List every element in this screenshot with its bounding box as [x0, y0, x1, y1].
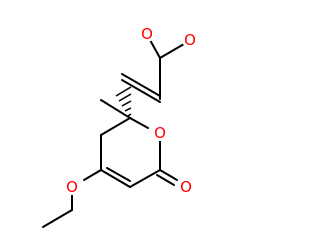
bond-c6-o-lactone-double	[156, 174, 175, 186]
hashed-wedge-methyl	[115, 86, 132, 117]
bond-c2-c3-double	[121, 73, 161, 97]
atom-label-o4: O	[180, 178, 192, 196]
bond-c2-c3	[121, 79, 161, 103]
bond-o-ester-ch3	[159, 43, 185, 59]
bond-ethoxy-ch2-ch3	[42, 209, 73, 228]
atom-ester-carbonyl-oxygen: O	[139, 25, 155, 43]
bond-c5-c6	[129, 169, 161, 188]
atom-ester-oxygen: O	[182, 31, 198, 49]
bond-c4-o-ethoxy	[83, 169, 102, 181]
bond-c2-ring-o	[129, 117, 149, 129]
atom-label-o1: O	[141, 25, 153, 43]
atom-ethoxy-oxygen: O	[64, 178, 80, 196]
atom-label-o2: O	[184, 31, 196, 49]
atom-ring-oxygen: O	[152, 124, 168, 142]
molecule-structure: O O O O O	[42, 25, 198, 228]
bond-c2-ch2	[100, 117, 131, 136]
atom-lactone-carbonyl-oxygen: O	[178, 178, 194, 196]
atom-label-o3: O	[154, 124, 166, 142]
bond-c4-c5-inner	[106, 167, 131, 182]
molecule-figure: O O O O O	[42, 25, 198, 228]
bond-c6-o-lactone	[159, 169, 178, 181]
bond-c4-c5	[100, 169, 131, 188]
atom-label-o5: O	[66, 178, 78, 196]
bond-c-ester-carbonyl-o	[149, 39, 161, 59]
bond-c2-methyl	[100, 99, 131, 119]
